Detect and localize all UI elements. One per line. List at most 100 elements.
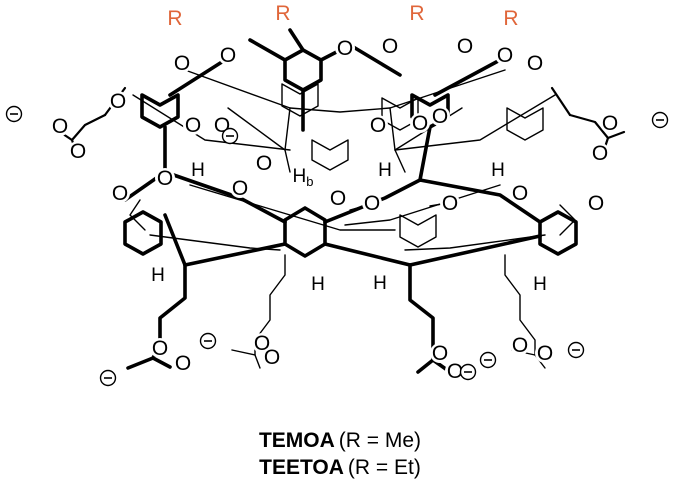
oxygen-atom: O <box>256 152 272 175</box>
hydrogen-atom: H <box>191 160 205 181</box>
oxygen-atom-knockout <box>254 153 274 173</box>
oxygen-atom-knockout <box>510 335 530 355</box>
negative-charge <box>99 369 117 387</box>
r-group-label: R <box>167 7 182 30</box>
oxygen-atom: O <box>220 44 236 67</box>
negative-charge <box>221 127 239 145</box>
hydrogen-atom: H <box>151 265 165 286</box>
paren-close: ) <box>414 456 421 479</box>
oxygen-atom-knockout <box>262 347 282 367</box>
oxygen-atom-knockout <box>362 193 382 213</box>
r-definition-et: R = Et <box>355 456 414 479</box>
r-group-label-knockout <box>165 8 185 28</box>
oxygen-atom: O <box>602 112 618 135</box>
compound-name-teetoa: TEETOA <box>259 456 344 479</box>
oxygen-atom: O <box>497 44 513 67</box>
oxygen-atom: O <box>442 192 458 215</box>
oxygen-atom-knockout <box>252 333 272 353</box>
oxygen-atom-knockout <box>445 361 465 381</box>
hydrogen-atom-knockout <box>488 159 508 179</box>
oxygen-atom-knockout <box>150 338 170 358</box>
oxygen-atom-knockout <box>50 116 70 136</box>
negative-charge <box>199 332 217 350</box>
r-group-label: R <box>503 7 518 30</box>
oxygen-atom: O <box>527 52 543 75</box>
r-group-label: R <box>275 2 290 25</box>
oxygen-atom: O <box>432 342 448 365</box>
negative-charge <box>651 111 669 129</box>
oxygen-atom: O <box>152 337 168 360</box>
oxygen-atom: O <box>70 140 86 163</box>
hydrogen-b-subscript: b <box>306 174 313 189</box>
oxygen-atom: O <box>337 37 353 60</box>
paren-close: ) <box>414 429 421 452</box>
oxygen-atom: O <box>175 352 191 375</box>
hydrogen-atom-knockout <box>148 264 168 284</box>
hydrogen-atom: H <box>491 160 505 181</box>
oxygen-atom-knockout <box>600 113 620 133</box>
oxygen-atom-knockout <box>68 141 88 161</box>
oxygen-atom: O <box>52 115 68 138</box>
oxygen-atom: O <box>382 35 398 58</box>
compound-caption: TEMOA(R = Me) TEETOA(R = Et) <box>259 429 421 479</box>
r-group-label-knockout <box>273 3 293 23</box>
oxygen-atom-knockout <box>525 53 545 73</box>
oxygen-atom: O <box>330 187 346 210</box>
hydrogen-atom: H <box>533 274 547 295</box>
r-group-label-knockout <box>501 8 521 28</box>
oxygen-atom-knockout <box>155 168 175 188</box>
oxygen-atom-knockout <box>218 45 238 65</box>
negative-charges <box>5 105 669 387</box>
oxygen-atom-knockout <box>510 183 530 203</box>
oxygen-atom-knockout <box>410 113 430 133</box>
oxygen-atom: O <box>412 112 428 135</box>
oxygen-atom-knockout <box>335 38 355 58</box>
oxygen-atom: O <box>447 360 463 383</box>
oxygen-atom: O <box>370 114 386 137</box>
oxygen-atom-knockout <box>328 188 348 208</box>
oxygen-atom: O <box>185 114 201 137</box>
oxygen-atom: O <box>174 52 190 75</box>
compound-name-temoa: TEMOA <box>259 429 335 452</box>
oxygen-atom-knockout <box>368 115 388 135</box>
oxygen-atom-knockout <box>455 36 475 56</box>
oxygen-atom-knockout <box>535 343 555 363</box>
oxygen-atom-knockout <box>172 53 192 73</box>
oxygen-atom-knockout <box>110 183 130 203</box>
oxygen-atom-knockout <box>495 45 515 65</box>
oxygen-atom: O <box>537 342 553 365</box>
hydrogen-atom-knockout <box>370 272 390 292</box>
oxygen-atom-knockout <box>430 106 450 126</box>
r-group-label-knockout <box>407 3 427 23</box>
hydrogen-atom: H <box>378 160 392 181</box>
oxygen-atom: O <box>457 35 473 58</box>
hydrogen-atom-knockout <box>188 159 208 179</box>
oxygen-atom-knockout <box>430 343 450 363</box>
negative-charge <box>567 341 585 359</box>
oxygen-atom: O <box>592 142 608 165</box>
hydrogen-b-label-knockout <box>293 165 313 185</box>
oxygen-atom: O <box>588 192 604 215</box>
oxygen-atom: O <box>512 334 528 357</box>
paren-open: ( <box>348 456 355 479</box>
r-group-label: R <box>409 2 424 25</box>
thin-bonds <box>129 69 576 369</box>
oxygen-atom-knockout <box>380 36 400 56</box>
oxygen-atom: O <box>112 182 128 205</box>
hydrogen-atom: H <box>311 274 325 295</box>
r-definition-me: R = Me <box>346 429 414 452</box>
hydrogen-atom-knockout <box>375 159 395 179</box>
oxygen-atom-knockout <box>230 178 250 198</box>
negative-charge <box>5 105 23 123</box>
caption-line-temoa: TEMOA(R = Me) <box>259 429 421 452</box>
oxygen-atom-knockout <box>440 193 460 213</box>
oxygen-atom-knockout <box>108 91 128 111</box>
paren-open: ( <box>339 429 346 452</box>
negative-charge <box>459 363 477 381</box>
oxygen-atom: O <box>157 167 173 190</box>
